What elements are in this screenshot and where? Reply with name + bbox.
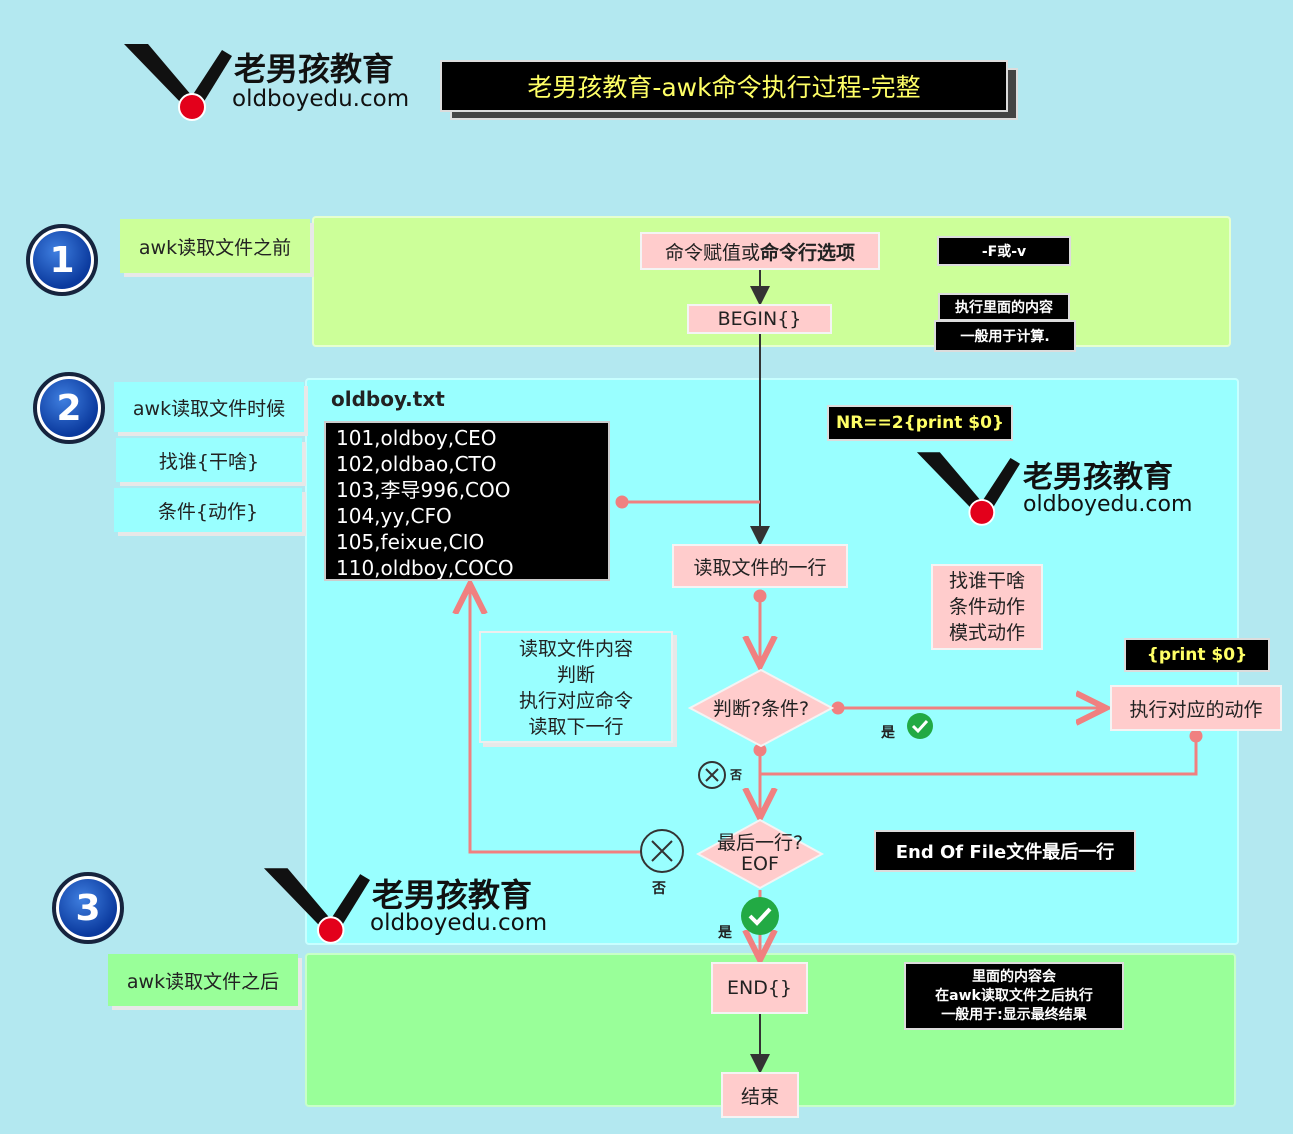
pattern-line: 条件动作: [948, 596, 1025, 618]
pattern-box: 找谁干啥 条件动作 模式动作: [931, 564, 1043, 650]
header-logo: 老男孩教育 oldboyedu.com: [122, 40, 422, 130]
note-end-line: 里面的内容会: [972, 968, 1056, 985]
watermark-logo-mid: 老男孩教育 oldboyedu.com: [915, 448, 1215, 533]
note-nr-condition: NR==2{print $0}: [827, 405, 1013, 441]
node-cmd-assign-text-b: 命令行选项: [760, 241, 856, 264]
loop-line: 执行对应命令: [518, 690, 633, 712]
node-finish: 结束: [721, 1072, 799, 1118]
check-icon: [741, 897, 779, 935]
note-end-line: 一般用于:显示最终结果: [941, 1006, 1087, 1023]
loop-box: 读取文件内容 判断 执行对应命令 读取下一行: [479, 631, 673, 743]
pink-arrows: [470, 495, 1203, 960]
stage-1-icon: 1: [26, 224, 98, 296]
node-begin: BEGIN{}: [687, 304, 832, 334]
note-f-or-v: -F或-v: [937, 236, 1071, 266]
file-content-box: 101,oldboy,CEO 102,oldbao,CTO 103,李导996,…: [324, 421, 610, 581]
note-begin-exec: 执行里面的内容: [938, 293, 1070, 321]
stage-2-tag-who-what: 找谁{干啥}: [116, 438, 302, 482]
file-line: 110,oldboy,COCO: [336, 556, 514, 580]
stage-3-label: awk读取文件之后: [108, 954, 298, 1006]
note-end-line: 在awk读取文件之后执行: [935, 987, 1093, 1004]
stage-2-number: 2: [40, 379, 98, 437]
file-line: 101,oldboy,CEO: [336, 426, 497, 450]
label-yes-eof: 是: [718, 925, 732, 941]
label-no-judge: 否: [730, 768, 743, 782]
node-read-line: 读取文件的一行: [672, 544, 848, 588]
node-judge-text: 判断?条件?: [712, 698, 810, 720]
stage-3-icon: 3: [52, 872, 124, 944]
label-no-eof: 否: [652, 881, 666, 897]
file-name: oldboy.txt: [331, 387, 445, 411]
node-cmd-assign-text-a: 命令赋值或: [664, 241, 760, 264]
stage-1-label: awk读取文件之前: [120, 219, 310, 273]
logo-en-text: oldboyedu.com: [232, 86, 410, 112]
watermark-logo-bottom: 老男孩教育 oldboyedu.com: [262, 864, 562, 954]
file-line: 104,yy,CFO: [336, 504, 452, 528]
pattern-line: 模式动作: [948, 622, 1025, 644]
note-eof: End Of File文件最后一行: [874, 830, 1136, 872]
v-logo-icon: [916, 452, 1020, 526]
cross-icon: [698, 761, 726, 789]
pattern-line: 找谁干啥: [948, 570, 1025, 592]
cross-icon: [640, 829, 684, 873]
node-execute: 执行对应的动作: [1110, 685, 1282, 731]
loop-line: 判断: [556, 664, 595, 686]
note-print: {print $0}: [1124, 638, 1270, 672]
logo-cn-text: 老男孩教育: [372, 876, 533, 914]
loop-line: 读取下一行: [528, 716, 624, 738]
node-last-line-text-b: EOF: [741, 853, 779, 875]
logo-cn-text: 老男孩教育: [234, 50, 395, 88]
file-line: 103,李导996,COO: [336, 478, 511, 502]
logo-en-text: oldboyedu.com: [1023, 492, 1193, 517]
node-last-line-text-a: 最后一行?: [716, 832, 804, 854]
stage-2-label: awk读取文件时候: [114, 382, 304, 432]
note-begin-calc: 一般用于计算.: [934, 320, 1076, 352]
logo-en-text: oldboyedu.com: [370, 910, 548, 936]
stage-2-tag-cond-action: 条件{动作}: [114, 488, 302, 532]
node-last-line-shape: [696, 818, 824, 890]
stage-1-number: 1: [33, 231, 91, 289]
label-yes-judge: 是: [881, 725, 895, 741]
node-judge-shape: [688, 668, 834, 748]
loop-line: 读取文件内容: [518, 638, 633, 660]
check-icon: [907, 713, 933, 739]
stage-3-number: 3: [59, 879, 117, 937]
note-end: 里面的内容会 在awk读取文件之后执行 一般用于:显示最终结果: [904, 962, 1124, 1030]
v-logo-icon: [124, 44, 232, 121]
node-end: END{}: [711, 962, 808, 1014]
page-title: 老男孩教育-awk命令执行过程-完整: [440, 60, 1008, 112]
node-cmd-assign: 命令赋值或命令行选项: [640, 232, 880, 270]
file-line: 102,oldbao,CTO: [336, 452, 497, 476]
stage-2-icon: 2: [33, 372, 105, 444]
file-line: 105,feixue,CIO: [336, 530, 485, 554]
v-logo-icon: [263, 868, 370, 944]
logo-cn-text: 老男孩教育: [1023, 460, 1173, 495]
